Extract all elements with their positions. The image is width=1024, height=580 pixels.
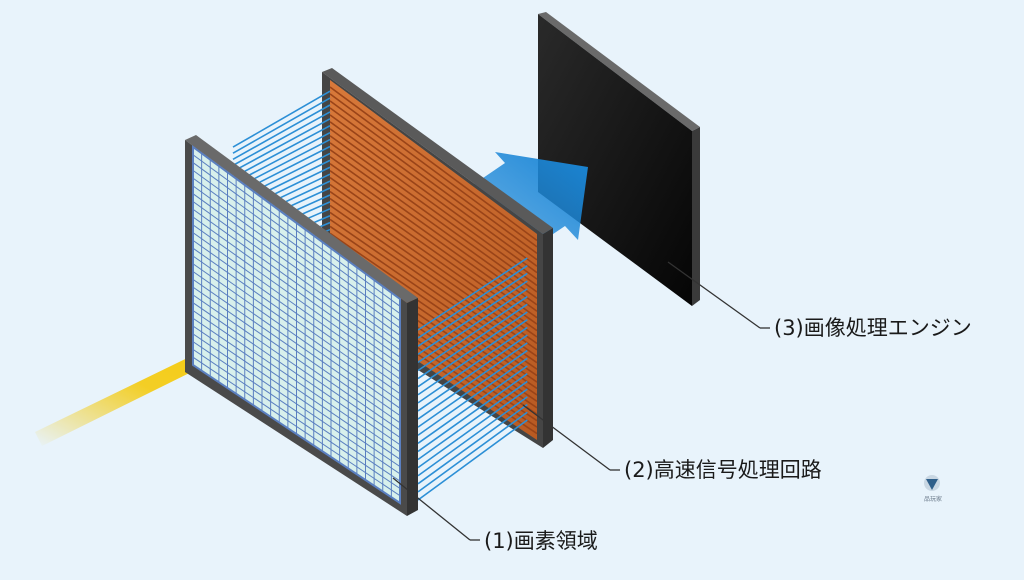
circuit-leader-line [522,404,611,471]
pixel-grid-line [193,247,400,395]
circuit-panel-edge [322,68,553,234]
signal-line [232,118,331,173]
signal-line [232,125,331,179]
signal-line [417,349,528,428]
watermark-text: 品玩家 [924,495,942,503]
pixel-grid-line [193,294,400,438]
watermark: 品玩家 [924,475,942,503]
signal-line [417,365,528,444]
engine-panel-side [692,127,700,306]
pixel-grid-line [193,325,400,467]
circuit-stripe [330,176,537,325]
pixel-grid-line [193,349,400,489]
pixel-panel [185,135,418,516]
pixel-grid-line [193,224,400,373]
signal-line [417,388,528,469]
signal-line [417,319,528,396]
pixel-grid-line [193,302,400,446]
signal-line [417,403,528,485]
signal-line [417,326,528,404]
pixel-panel-side [407,298,418,516]
circuit-stripe [330,93,537,248]
circuit-stripe [330,218,537,364]
circuit-label: (2)高速信号処理回路 [624,458,822,482]
signal-line [417,396,528,477]
signal-line [417,257,528,331]
circuit-stripe [330,135,537,287]
circuit-stripe [330,86,537,242]
pixel-leader-line [392,477,471,541]
signal-line [417,295,528,372]
pixel-grid-line [193,356,400,497]
signal-line [417,265,528,339]
pixel-grid-line [193,255,400,402]
pixel-grid-line [193,162,400,314]
pixel-grid-line [193,232,400,380]
signal-line [417,303,528,380]
pixel-grid-line [193,216,400,365]
pixel-grid-line [193,154,400,307]
signal-line [417,373,528,453]
pixel-grid-line [193,341,400,482]
pixel-grid-line [193,310,400,453]
circuit-stripe [330,142,537,293]
signal-line [417,342,528,420]
signal-line [417,411,528,493]
pixel-grid-line [193,240,400,387]
signal-line [417,380,528,461]
pixel-panel-edge [185,135,418,303]
circuit-stripe [330,204,537,351]
pixel-grid-line [193,317,400,460]
engine-label: (3)画像処理エンジン [774,316,972,340]
circuit-panel-face [330,80,537,440]
engine-leader-line [667,261,761,329]
pixel-grid-line [193,263,400,409]
pixel-grid-line [193,185,400,336]
signal-line [417,334,528,412]
signal-line [417,280,528,355]
signal-line [232,97,331,154]
circuit-stripe [330,162,537,312]
pixel-grid-line [193,286,400,431]
engine-panel-edge [538,12,700,131]
pixel-grid-line [193,169,400,322]
engine-panel-face [538,14,692,306]
signal-line [232,90,331,148]
circuit-panel-side [543,228,553,448]
signal-line [417,288,528,364]
pixel-grid-line [193,271,400,416]
pixel-grid [193,153,400,498]
circuit-stripe [330,197,537,345]
signal-line [417,272,528,347]
circuit-stripe [330,121,537,274]
pixel-grid-line [193,177,400,329]
signal-line [417,311,528,388]
engine-panel [538,12,700,306]
pixel-label: (1)画素領域 [484,529,598,553]
signal-line [232,111,331,167]
circuit-stripe [330,169,537,319]
pixel-grid-line [193,201,400,351]
circuit-stripe [330,128,537,280]
circuit-stripe [330,211,537,357]
pixel-grid-line [193,278,400,424]
pixel-grid-line [193,193,400,344]
pixel-grid-line [193,208,400,358]
circuit-stripe [330,107,537,261]
circuit-stripe [330,100,537,254]
signal-line [417,357,528,436]
signal-line [417,419,528,501]
signal-line [232,104,331,160]
pixel-grid-line [193,333,400,475]
circuit-stripe [330,114,537,267]
circuit-stripe [330,156,537,306]
